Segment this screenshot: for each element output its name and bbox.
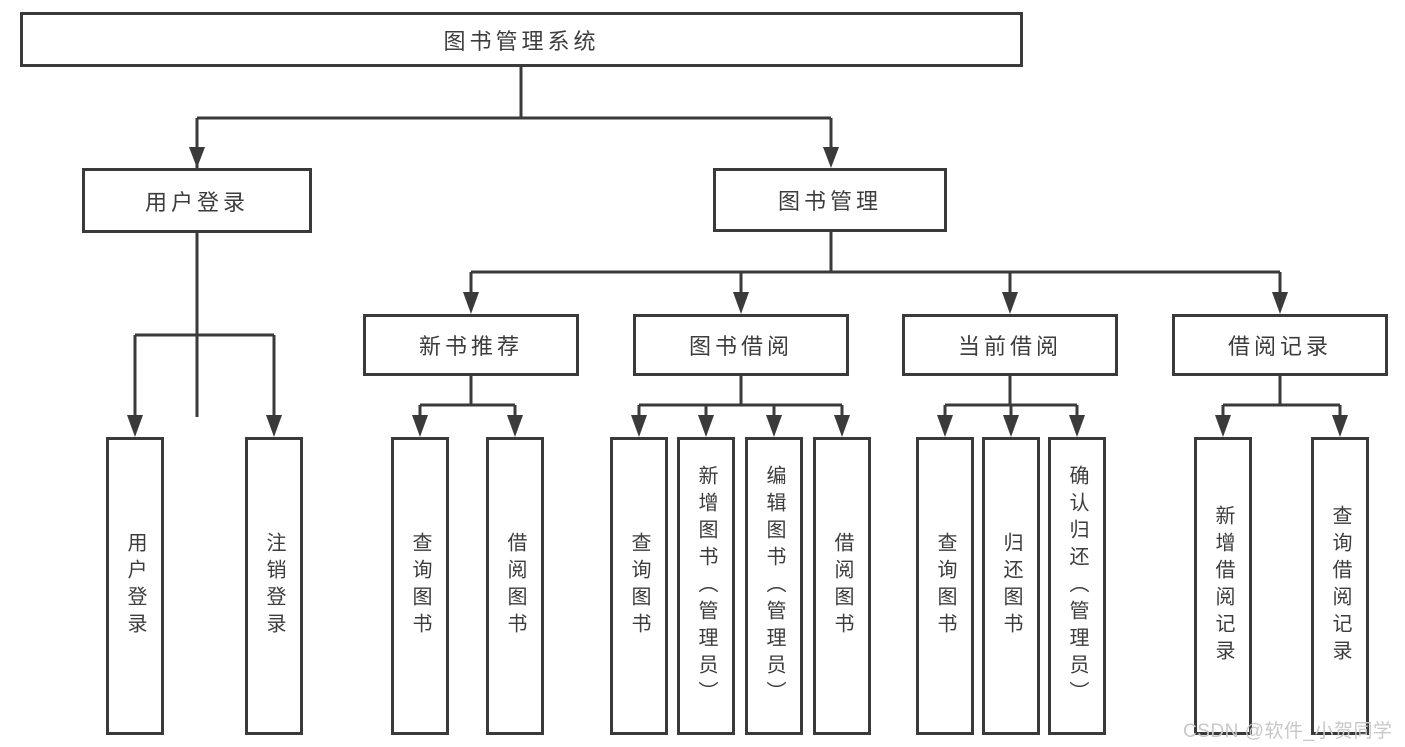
leaf-borrow-books: 借阅图书 bbox=[813, 437, 871, 735]
leaf-user-login-label: 用户登录 bbox=[124, 532, 146, 640]
leaf-query-books-current-label: 查询图书 bbox=[934, 532, 956, 640]
node-book-borrow-label: 图书借阅 bbox=[688, 334, 793, 359]
leaf-add-borrow-record: 新增借阅记录 bbox=[1194, 437, 1252, 735]
node-book-management-module-label: 图书管理 bbox=[777, 189, 882, 214]
node-borrow-records: 借阅记录 bbox=[1172, 314, 1388, 376]
leaf-confirm-return-admin: 确认归还（管理员） bbox=[1048, 437, 1106, 735]
leaf-query-books-borrow: 查询图书 bbox=[610, 437, 668, 735]
node-root-label: 图书管理系统 bbox=[443, 28, 600, 54]
leaf-confirm-return-admin-label: 确认归还（管理员） bbox=[1066, 464, 1088, 708]
leaf-return-books-label: 归还图书 bbox=[1000, 532, 1022, 640]
node-new-book-recommend: 新书推荐 bbox=[363, 314, 579, 376]
node-current-borrow-label: 当前借阅 bbox=[957, 334, 1062, 359]
leaf-query-borrow-record: 查询借阅记录 bbox=[1311, 437, 1369, 735]
leaf-user-login: 用户登录 bbox=[106, 437, 164, 735]
leaf-query-borrow-record-label: 查询借阅记录 bbox=[1329, 505, 1351, 667]
leaf-query-books-recommend: 查询图书 bbox=[391, 437, 449, 735]
connector-records-to-leaves bbox=[1215, 376, 1348, 437]
leaf-add-books-admin-label: 新增图书（管理员） bbox=[695, 464, 717, 708]
leaf-query-books-current: 查询图书 bbox=[916, 437, 974, 735]
connector-newbooks-to-leaves bbox=[412, 376, 523, 437]
node-book-management-module: 图书管理 bbox=[713, 168, 947, 232]
node-user-login-module-label: 用户登录 bbox=[144, 189, 249, 215]
leaf-borrow-books-recommend-label: 借阅图书 bbox=[504, 532, 526, 640]
leaf-borrow-books-label: 借阅图书 bbox=[831, 532, 853, 640]
connector-userlogin-to-leaves bbox=[127, 233, 282, 437]
leaf-add-borrow-record-label: 新增借阅记录 bbox=[1212, 505, 1234, 667]
leaf-logout-label: 注销登录 bbox=[263, 532, 285, 640]
connector-bookmgmt-to-level3 bbox=[463, 232, 1288, 314]
watermark: CSDN @软件_小贺同学 bbox=[1183, 721, 1393, 742]
leaf-query-books-recommend-label: 查询图书 bbox=[409, 532, 431, 640]
node-user-login-module: 用户登录 bbox=[82, 168, 312, 233]
connector-current-to-leaves bbox=[937, 376, 1085, 437]
connector-borrow-to-leaves bbox=[631, 376, 850, 437]
node-new-book-recommend-label: 新书推荐 bbox=[418, 334, 523, 359]
node-borrow-records-label: 借阅记录 bbox=[1227, 334, 1332, 359]
leaf-borrow-books-recommend: 借阅图书 bbox=[486, 437, 544, 735]
node-current-borrow: 当前借阅 bbox=[902, 314, 1118, 376]
node-root: 图书管理系统 bbox=[20, 12, 1023, 67]
leaf-add-books-admin: 新增图书（管理员） bbox=[677, 437, 735, 735]
leaf-logout: 注销登录 bbox=[245, 437, 303, 735]
leaf-edit-books-admin: 编辑图书（管理员） bbox=[745, 437, 803, 735]
leaf-return-books: 归还图书 bbox=[982, 437, 1040, 735]
leaf-query-books-borrow-label: 查询图书 bbox=[628, 532, 650, 640]
leaf-edit-books-admin-label: 编辑图书（管理员） bbox=[763, 464, 785, 708]
node-book-borrow: 图书借阅 bbox=[633, 314, 849, 376]
